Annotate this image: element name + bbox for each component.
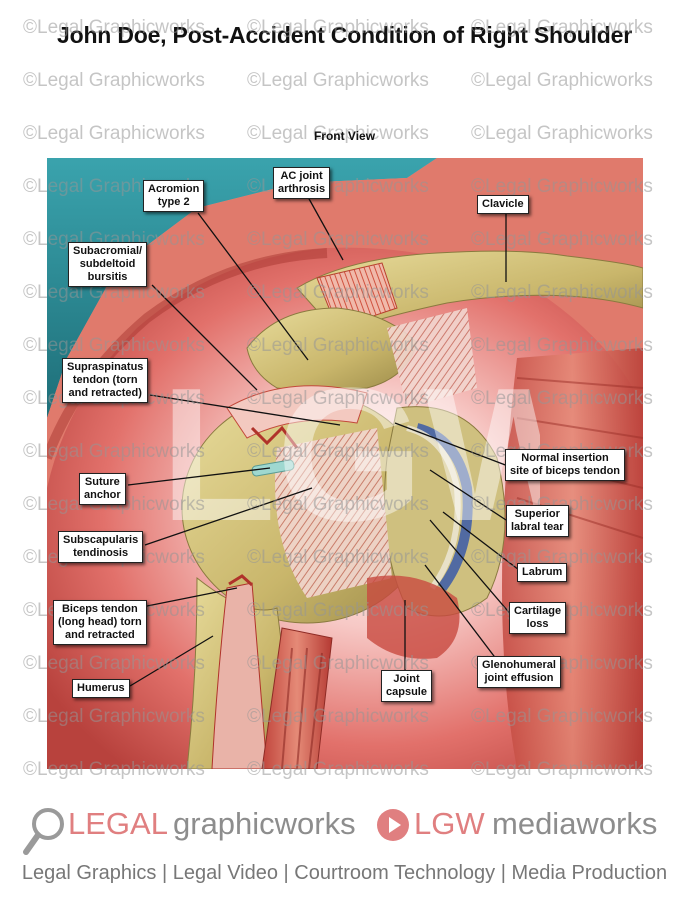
label-glenohumeral: Glenohumeral joint effusion <box>477 656 561 688</box>
footer-lgw: LGW <box>414 806 485 841</box>
leader-normal-insertion <box>394 422 509 467</box>
label-subacromial: Subacromial/ subdeltoid bursitis <box>68 242 148 287</box>
leader-suture-anchor <box>127 467 271 486</box>
label-ac-joint: AC joint arthrosis <box>273 167 331 199</box>
label-joint-capsule: Joint capsule <box>381 670 432 702</box>
label-humerus: Humerus <box>72 679 130 698</box>
leader-acromion <box>197 212 309 361</box>
leader-supraspinatus <box>149 394 341 426</box>
label-labrum: Labrum <box>517 563 568 582</box>
label-supraspinatus: Supraspinatus tendon (torn and retracted… <box>62 358 149 403</box>
view-label: Front View <box>313 129 376 143</box>
leader-glenohumeral <box>424 564 501 665</box>
footer-legal: LEGAL <box>68 806 168 841</box>
label-clavicle: Clavicle <box>477 195 529 214</box>
play-icon <box>377 809 409 841</box>
label-normal-insertion: Normal insertion site of biceps tendon <box>505 449 626 481</box>
label-suture-anchor: Suture anchor <box>79 473 126 505</box>
label-acromion: Acromion type 2 <box>143 180 205 212</box>
leader-ac-joint <box>307 196 344 261</box>
leader-subscapularis <box>144 487 313 546</box>
page-title: John Doe, Post-Accident Condition of Rig… <box>57 22 632 48</box>
label-biceps-tendon: Biceps tendon (long head) torn and retra… <box>53 600 147 645</box>
label-superior-labral: Superior labral tear <box>506 505 569 537</box>
leader-humerus <box>129 635 214 687</box>
footer-graphicworks: graphicworks <box>173 806 356 841</box>
magnifier-icon <box>23 808 64 855</box>
footer-tagline: Legal Graphics | Legal Video | Courtroom… <box>21 862 668 884</box>
leader-subacromial <box>151 284 258 391</box>
leader-superior-labral <box>429 469 507 521</box>
label-cartilage-loss: Cartilage loss <box>509 602 567 634</box>
leader-cartilage <box>429 519 514 618</box>
label-subscapularis: Subscapularis tendinosis <box>58 531 144 563</box>
leader-labrum <box>442 511 520 571</box>
footer-mediaworks: mediaworks <box>492 806 658 841</box>
